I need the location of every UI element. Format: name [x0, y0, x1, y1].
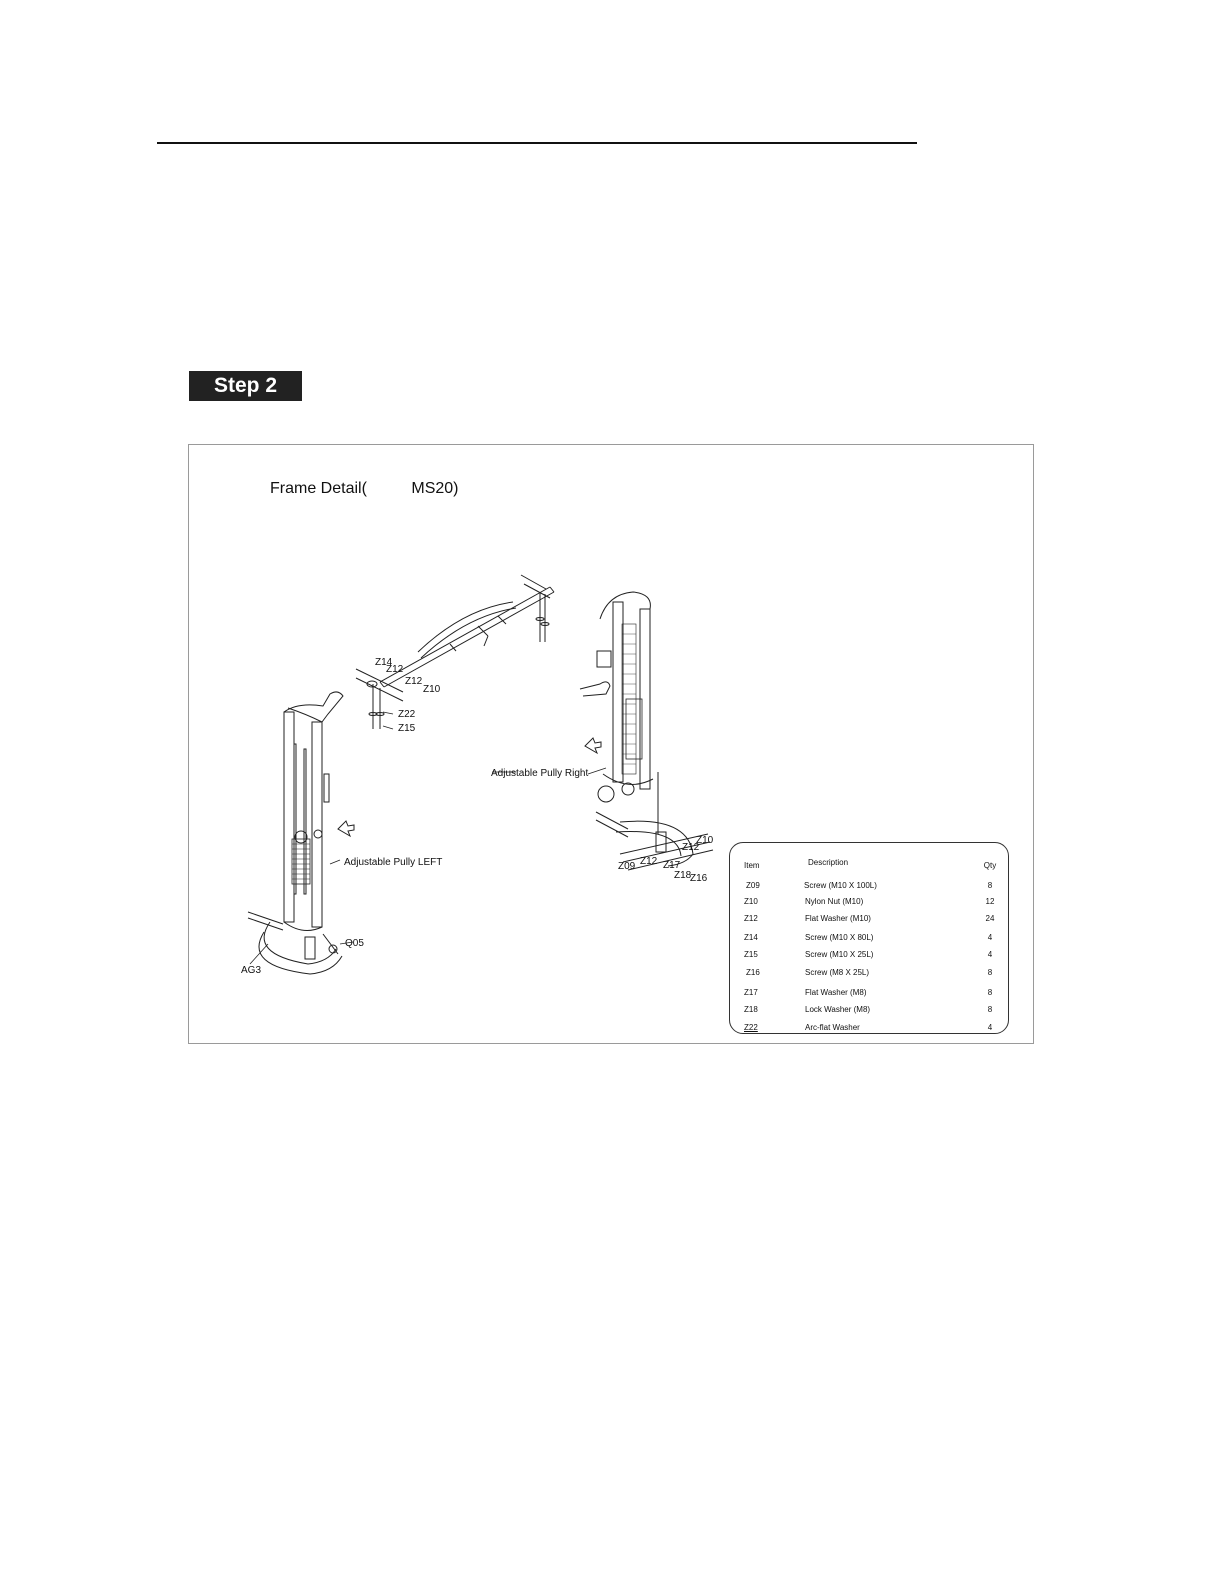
callout-z12: Z12 — [682, 842, 700, 853]
row-item: Z22 — [744, 1023, 758, 1032]
diagram-frame — [188, 444, 1034, 1044]
row-description: Screw (M10 X 25L) — [805, 950, 874, 959]
top-right-bolts — [520, 574, 551, 642]
row-description: Lock Washer (M8) — [805, 1005, 871, 1014]
parts-table: Item Description Qty Z09 Screw (M10 X 10… — [729, 842, 1009, 1034]
table-row: Z12 Flat Washer (M10) 24 — [730, 914, 1008, 926]
row-qty: 8 — [987, 1005, 993, 1014]
row-qty: 8 — [987, 881, 993, 890]
callout-z10: Z10 — [423, 684, 441, 695]
step-badge: Step 2 — [189, 371, 302, 401]
row-qty: 8 — [987, 968, 993, 977]
callout-ag3: AG3 — [241, 965, 261, 976]
table-row: Z17 Flat Washer (M8) 8 — [730, 988, 1008, 1000]
callout-z22: Z22 — [398, 709, 416, 720]
header-item: Item — [744, 861, 760, 870]
row-description: Flat Washer (M10) — [805, 914, 871, 923]
table-row: Z09 Screw (M10 X 100L) 8 — [730, 881, 1008, 893]
right-tower — [579, 591, 654, 803]
row-qty: 4 — [987, 950, 993, 959]
table-row: Z10 Nylon Nut (M10) 12 — [730, 897, 1008, 909]
callout-z12: Z12 — [386, 664, 404, 675]
callout-z09: Z09 — [618, 861, 636, 872]
callout-z10: Z10 — [696, 835, 714, 846]
callout-q05: Q05 — [345, 938, 364, 949]
row-item: Z17 — [744, 988, 758, 997]
row-qty: 12 — [985, 897, 995, 906]
parts-table-header: Item Description Qty — [730, 858, 1008, 873]
top-divider-line — [157, 142, 917, 144]
row-description: Screw (M10 X 100L) — [804, 881, 877, 890]
row-item: Z12 — [744, 914, 758, 923]
header-description: Description — [808, 858, 849, 867]
row-description: Screw (M10 X 80L) — [805, 933, 874, 942]
row-item: Z09 — [746, 881, 760, 890]
row-qty: 4 — [987, 933, 993, 942]
callout-adjustable-pully-right: Adjustable Pully Right — [491, 768, 588, 779]
row-item: Z18 — [744, 1005, 758, 1014]
callout-z16: Z16 — [690, 873, 708, 884]
row-item: Z10 — [744, 897, 758, 906]
table-row: Z18 Lock Washer (M8) 8 — [730, 1005, 1008, 1017]
table-row: Z15 Screw (M10 X 25L) 4 — [730, 950, 1008, 962]
assembly-diagram: Z14 Z12 Z12 Z10 Z22 Z15 Adjustable Pully… — [241, 574, 714, 976]
row-qty: 24 — [985, 914, 995, 923]
row-description: Flat Washer (M8) — [805, 988, 867, 997]
callout-z14: Z14 — [375, 657, 393, 668]
row-qty: 4 — [987, 1023, 993, 1032]
table-row: Z14 Screw (M10 X 80L) 4 — [730, 933, 1008, 945]
header-qty: Qty — [983, 861, 997, 870]
callout-leaders — [249, 711, 607, 965]
callout-z12: Z12 — [640, 856, 658, 867]
table-row: Z16 Screw (M8 X 25L) 8 — [730, 968, 1008, 980]
row-description: Screw (M8 X 25L) — [805, 968, 870, 977]
assembly-arrow-right — [584, 737, 602, 755]
top-crossbar — [379, 586, 555, 688]
row-description: Arc-flat Washer — [805, 1023, 860, 1032]
callout-z18: Z18 — [674, 870, 692, 881]
row-description: Nylon Nut (M10) — [805, 897, 864, 906]
crossbar-left-bracket — [355, 668, 404, 729]
callout-adjustable-pully-left: Adjustable Pully LEFT — [344, 857, 442, 868]
row-item: Z14 — [744, 933, 758, 942]
right-base-arc — [595, 772, 714, 871]
row-qty: 8 — [987, 988, 993, 997]
frame-title: Frame Detail( MS20) — [270, 480, 459, 497]
row-item: Z16 — [746, 968, 760, 977]
callout-z17: Z17 — [663, 860, 681, 871]
callout-z12: Z12 — [405, 676, 423, 687]
left-base-arc — [247, 911, 343, 975]
assembly-arrow-left — [337, 820, 355, 838]
table-row: Z22 Arc-flat Washer 4 — [730, 1023, 1008, 1035]
callout-z15: Z15 — [398, 723, 416, 734]
left-tower — [283, 691, 344, 932]
row-item: Z15 — [744, 950, 758, 959]
